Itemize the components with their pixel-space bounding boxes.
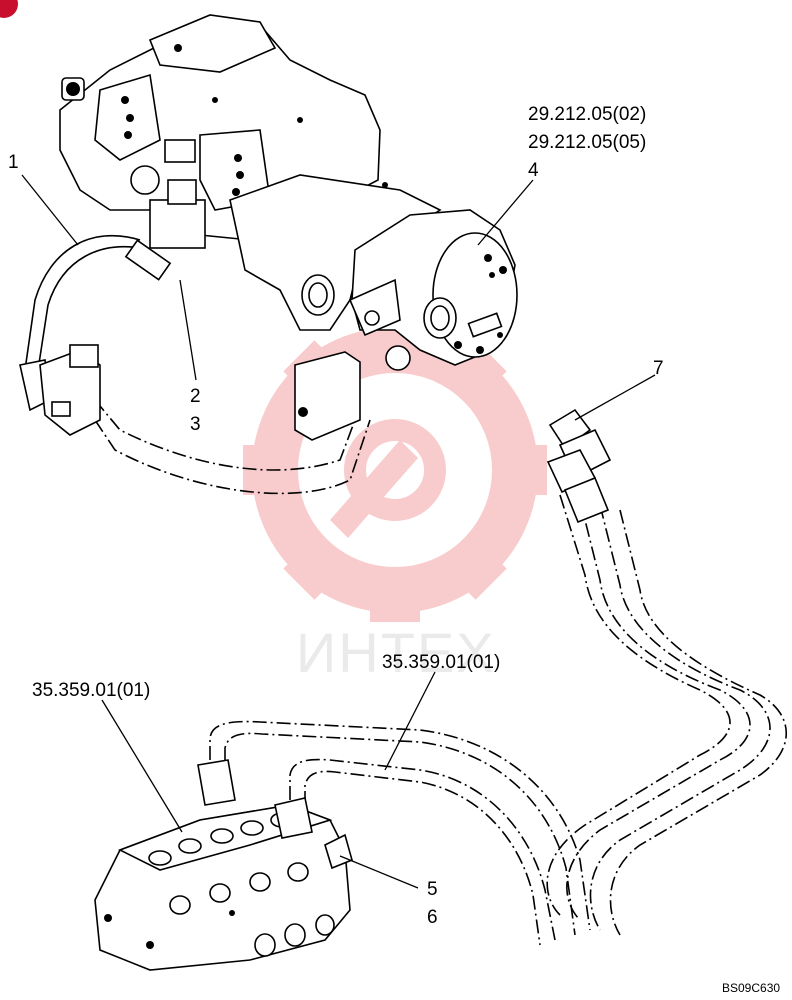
line-7-c (546, 494, 731, 916)
valve-block-port (298, 407, 308, 417)
charge-pump-cover (432, 232, 518, 358)
corner-badge (0, 0, 18, 18)
callout-2: 2 (190, 386, 201, 407)
pump-small-fitting (164, 139, 196, 163)
leader-7 (574, 374, 656, 421)
hose-item-1 (24, 235, 141, 371)
valve-line-c (289, 758, 556, 941)
line-7-a (566, 499, 751, 921)
valve-line-d (304, 770, 541, 946)
charge-pump-port-inner (430, 305, 450, 331)
fitting-elbow-2-3 (124, 239, 172, 281)
callout-1: 1 (8, 152, 19, 173)
control-valve-assembly (94, 759, 353, 971)
control-valve-ports (148, 812, 335, 957)
valve-line-a (209, 720, 591, 931)
charge-pump-bolts (454, 254, 507, 354)
leader-valve-ref (101, 699, 183, 833)
callout-7: 7 (653, 358, 664, 379)
pump-mount-hole (364, 310, 380, 326)
hydraulic-lines (24, 235, 787, 946)
charge-pump-plate (467, 312, 503, 338)
line-to-valve-block-b (94, 419, 371, 495)
callout-ref-lines: 35.359.01(01) (382, 652, 500, 673)
fitting-elbow-top (167, 179, 197, 205)
leader-lines (21, 174, 656, 889)
callout-5: 5 (427, 879, 438, 900)
valve-side-fitting-5-6 (324, 833, 353, 870)
watermark-logo: ИНТЕХ (243, 318, 547, 684)
callout-ref-valve: 35.359.01(01) (32, 680, 150, 701)
callout-6: 6 (427, 907, 438, 928)
pump-top-block (148, 14, 277, 73)
valve-block-small (294, 351, 361, 441)
leader-4 (477, 179, 534, 246)
valve-line-b (224, 732, 576, 936)
callout-ref-pump-b: 29.212.05(05) (528, 132, 646, 153)
callout-ref-pump-a: 29.212.05(02) (528, 104, 646, 125)
fitting-7-upper (548, 408, 592, 450)
left-manifold-plug (51, 401, 71, 417)
pump-mount-flange (348, 278, 401, 337)
pump-port-inner (308, 282, 328, 308)
fittings-item-7 (546, 408, 612, 524)
callout-labels: 1 2 3 29.212.05(02) 29.212.05(05) 4 7 35… (8, 104, 780, 995)
pump-left-plug-cap (66, 82, 80, 96)
line-7-d (609, 509, 787, 936)
leader-1 (21, 174, 79, 246)
pump-bottom-plug (385, 345, 411, 371)
hydrostatic-pump-assembly (19, 14, 518, 441)
control-valve-bolts (104, 910, 235, 949)
line-7-b (589, 504, 771, 931)
leader-lines-ref (384, 671, 436, 771)
fitting-7-lower (563, 476, 610, 524)
leader-5-6 (339, 855, 419, 889)
figure-code: BS09C630 (722, 981, 780, 995)
callout-3: 3 (190, 414, 201, 435)
left-manifold-fitting (69, 344, 99, 368)
valve-fitting-left (197, 759, 236, 806)
line-to-valve-block-a (94, 399, 356, 471)
valve-fitting-right (274, 797, 313, 839)
pump-round-fitting (130, 165, 160, 195)
watermark-text: ИНТЕХ (296, 621, 496, 684)
pump-fitting-block (149, 199, 206, 249)
callout-4: 4 (528, 160, 539, 181)
leader-2-3 (179, 279, 197, 381)
